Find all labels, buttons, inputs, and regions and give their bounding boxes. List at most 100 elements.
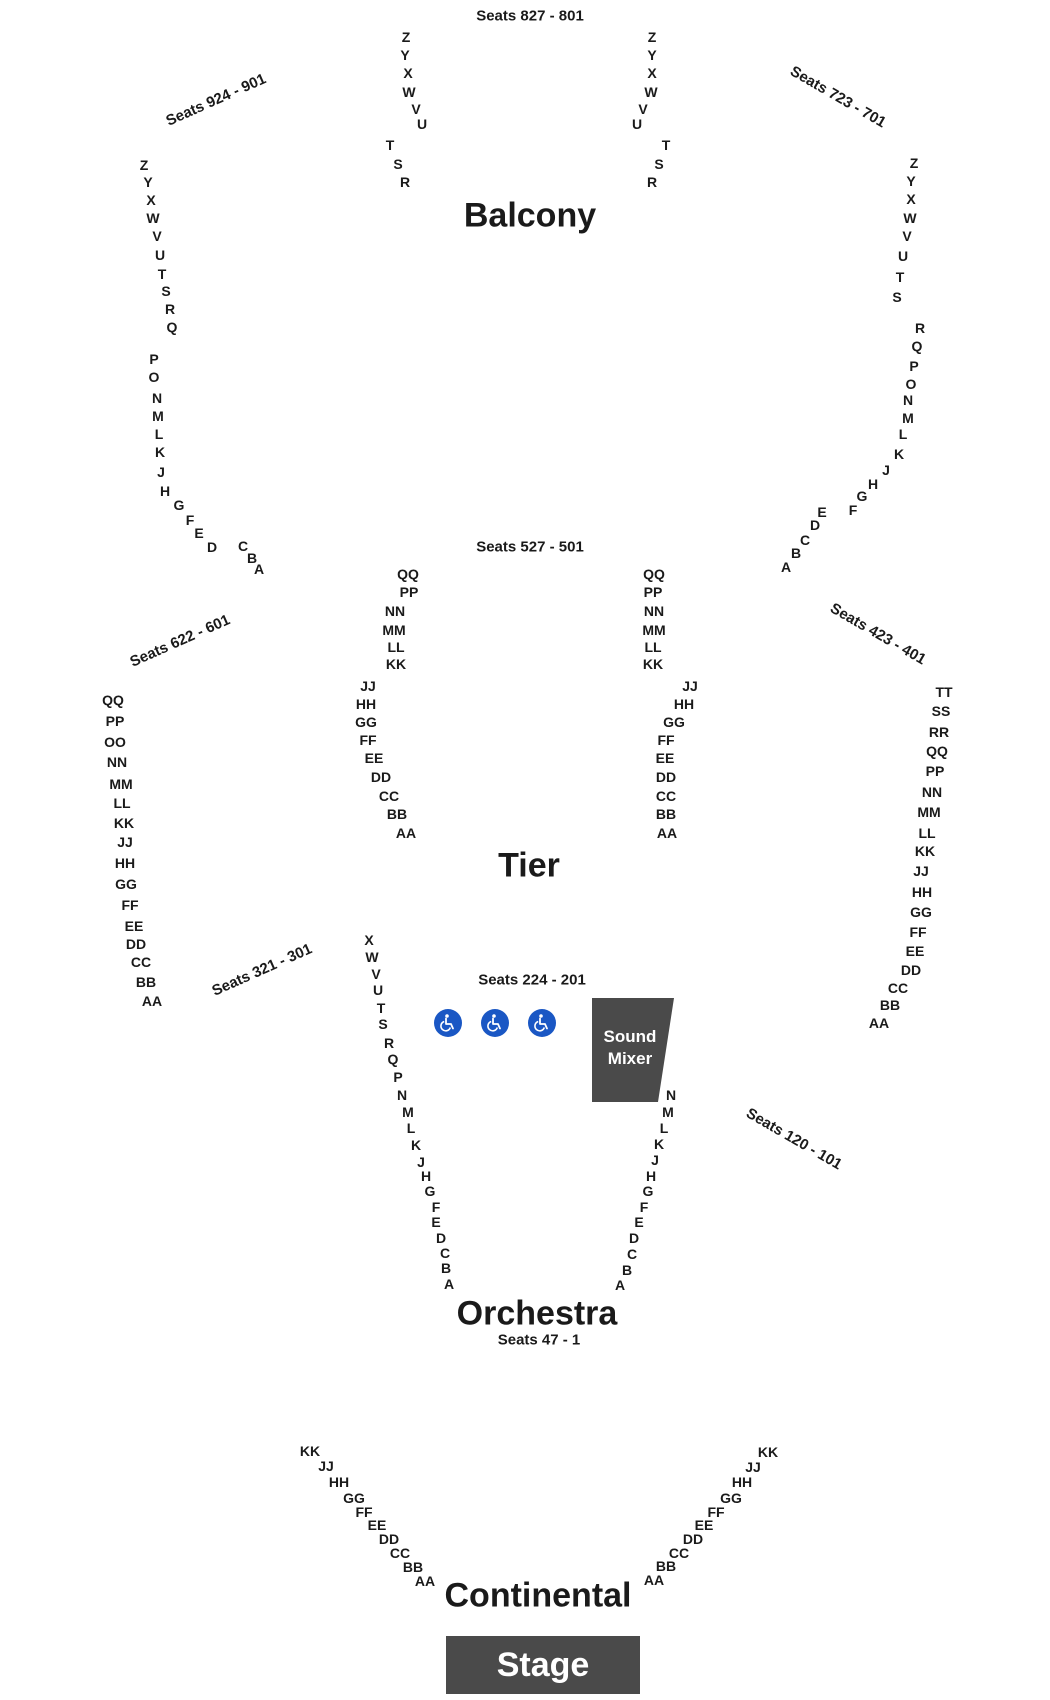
- row-label-continental-right[interactable]: BB: [655, 1558, 677, 1574]
- section-balcony[interactable]: Balcony: [463, 196, 597, 235]
- row-label-balcony-right[interactable]: E: [817, 504, 827, 520]
- row-label-orchestra-right[interactable]: M: [662, 1104, 674, 1120]
- row-label-tier-center-right[interactable]: GG: [663, 714, 685, 730]
- row-label-balcony-right[interactable]: O: [905, 376, 917, 392]
- row-label-balcony-center-left[interactable]: Y: [400, 47, 410, 63]
- row-label-orchestra-left[interactable]: N: [396, 1087, 408, 1103]
- row-label-balcony-center-left[interactable]: X: [403, 65, 413, 81]
- row-label-balcony-left[interactable]: J: [157, 464, 165, 480]
- row-label-balcony-center-left[interactable]: T: [385, 137, 395, 153]
- row-label-tier-center-left[interactable]: HH: [355, 696, 377, 712]
- row-label-tier-left[interactable]: OO: [104, 734, 126, 750]
- row-label-tier-left[interactable]: DD: [125, 936, 147, 952]
- row-label-balcony-left[interactable]: N: [151, 390, 163, 406]
- row-label-orchestra-right[interactable]: K: [653, 1136, 665, 1152]
- row-label-orchestra-left[interactable]: D: [435, 1230, 447, 1246]
- row-label-tier-center-right[interactable]: MM: [642, 622, 666, 638]
- row-label-tier-center-right[interactable]: LL: [644, 639, 662, 655]
- row-label-orchestra-left[interactable]: V: [371, 966, 381, 982]
- row-label-tier-right[interactable]: CC: [887, 980, 909, 996]
- row-label-tier-center-right[interactable]: HH: [673, 696, 695, 712]
- row-label-balcony-center-left[interactable]: R: [399, 174, 411, 190]
- row-label-tier-right[interactable]: KK: [914, 843, 936, 859]
- row-label-tier-left[interactable]: FF: [121, 897, 139, 913]
- row-label-balcony-left[interactable]: Y: [143, 174, 153, 190]
- row-label-orchestra-left[interactable]: S: [378, 1016, 388, 1032]
- row-label-tier-center-left[interactable]: GG: [355, 714, 377, 730]
- row-label-balcony-right[interactable]: A: [780, 559, 792, 575]
- row-label-continental-left[interactable]: JJ: [318, 1458, 334, 1474]
- row-label-tier-center-left[interactable]: NN: [384, 603, 406, 619]
- row-label-orchestra-left[interactable]: L: [406, 1120, 416, 1136]
- row-label-balcony-right[interactable]: M: [902, 410, 914, 426]
- row-label-tier-center-right[interactable]: JJ: [682, 678, 698, 694]
- row-label-orchestra-right[interactable]: L: [659, 1120, 669, 1136]
- row-label-orchestra-left[interactable]: T: [376, 1000, 386, 1016]
- row-label-continental-left[interactable]: GG: [343, 1490, 365, 1506]
- row-label-balcony-left[interactable]: V: [152, 228, 162, 244]
- row-label-orchestra-right[interactable]: F: [639, 1199, 649, 1215]
- row-label-orchestra-left[interactable]: F: [431, 1199, 441, 1215]
- row-label-balcony-right[interactable]: Z: [909, 155, 919, 171]
- row-label-tier-center-right[interactable]: AA: [656, 825, 678, 841]
- row-label-orchestra-left[interactable]: K: [410, 1137, 422, 1153]
- row-label-balcony-left[interactable]: Q: [166, 319, 178, 335]
- row-label-balcony-right[interactable]: X: [906, 191, 916, 207]
- row-label-balcony-left[interactable]: A: [253, 561, 265, 577]
- row-label-tier-right[interactable]: NN: [921, 784, 943, 800]
- row-label-balcony-left[interactable]: F: [185, 512, 195, 528]
- row-label-orchestra-right[interactable]: N: [665, 1087, 677, 1103]
- section-tier[interactable]: Tier: [498, 846, 560, 885]
- wheelchair-icon[interactable]: [528, 1009, 556, 1037]
- row-label-orchestra-left[interactable]: X: [364, 932, 374, 948]
- row-label-tier-left[interactable]: GG: [115, 876, 137, 892]
- row-label-tier-center-right[interactable]: QQ: [643, 566, 665, 582]
- row-label-orchestra-left[interactable]: C: [439, 1245, 451, 1261]
- row-label-balcony-left[interactable]: P: [149, 351, 159, 367]
- row-label-tier-left[interactable]: JJ: [117, 834, 133, 850]
- row-label-tier-center-left[interactable]: BB: [386, 806, 408, 822]
- row-label-balcony-center-right[interactable]: S: [654, 156, 664, 172]
- row-label-continental-right[interactable]: DD: [682, 1531, 704, 1547]
- row-label-continental-left[interactable]: CC: [389, 1545, 411, 1561]
- row-label-balcony-right[interactable]: P: [909, 358, 919, 374]
- row-label-continental-right[interactable]: EE: [694, 1517, 714, 1533]
- row-label-tier-left[interactable]: CC: [130, 954, 152, 970]
- row-label-tier-center-left[interactable]: PP: [399, 584, 419, 600]
- row-label-orchestra-left[interactable]: B: [440, 1260, 452, 1276]
- row-label-tier-center-right[interactable]: EE: [655, 750, 675, 766]
- row-label-continental-left[interactable]: DD: [378, 1531, 400, 1547]
- row-label-balcony-right[interactable]: R: [914, 320, 926, 336]
- row-label-balcony-right[interactable]: Q: [911, 338, 923, 354]
- row-label-continental-left[interactable]: AA: [414, 1573, 436, 1589]
- row-label-tier-right[interactable]: TT: [935, 684, 953, 700]
- row-label-balcony-right[interactable]: K: [893, 446, 905, 462]
- row-label-tier-center-left[interactable]: LL: [387, 639, 405, 655]
- row-label-continental-left[interactable]: FF: [355, 1504, 373, 1520]
- row-label-tier-left[interactable]: HH: [114, 855, 136, 871]
- row-label-continental-right[interactable]: CC: [668, 1545, 690, 1561]
- row-label-balcony-right[interactable]: G: [856, 488, 868, 504]
- row-label-balcony-left[interactable]: B: [246, 550, 258, 566]
- row-label-balcony-center-right[interactable]: Z: [647, 29, 657, 45]
- row-label-balcony-left[interactable]: D: [206, 539, 218, 555]
- row-label-tier-right[interactable]: JJ: [913, 863, 929, 879]
- row-label-balcony-right[interactable]: J: [882, 462, 890, 478]
- row-label-orchestra-left[interactable]: E: [431, 1214, 441, 1230]
- row-label-tier-left[interactable]: AA: [141, 993, 163, 1009]
- row-label-balcony-center-right[interactable]: T: [661, 137, 671, 153]
- row-label-balcony-left[interactable]: O: [148, 369, 160, 385]
- row-label-orchestra-right[interactable]: E: [634, 1214, 644, 1230]
- row-label-tier-right[interactable]: AA: [868, 1015, 890, 1031]
- row-label-orchestra-right[interactable]: G: [642, 1183, 654, 1199]
- row-label-balcony-right[interactable]: V: [902, 228, 912, 244]
- row-label-tier-center-left[interactable]: FF: [359, 732, 377, 748]
- row-label-balcony-left[interactable]: S: [161, 283, 171, 299]
- row-label-orchestra-left[interactable]: J: [417, 1154, 425, 1170]
- row-label-continental-left[interactable]: EE: [367, 1517, 387, 1533]
- row-label-balcony-center-left[interactable]: W: [402, 84, 416, 100]
- row-label-balcony-center-left[interactable]: V: [411, 101, 421, 117]
- row-label-balcony-right[interactable]: B: [790, 545, 802, 561]
- row-label-orchestra-left[interactable]: R: [383, 1035, 395, 1051]
- row-label-balcony-right[interactable]: L: [898, 426, 908, 442]
